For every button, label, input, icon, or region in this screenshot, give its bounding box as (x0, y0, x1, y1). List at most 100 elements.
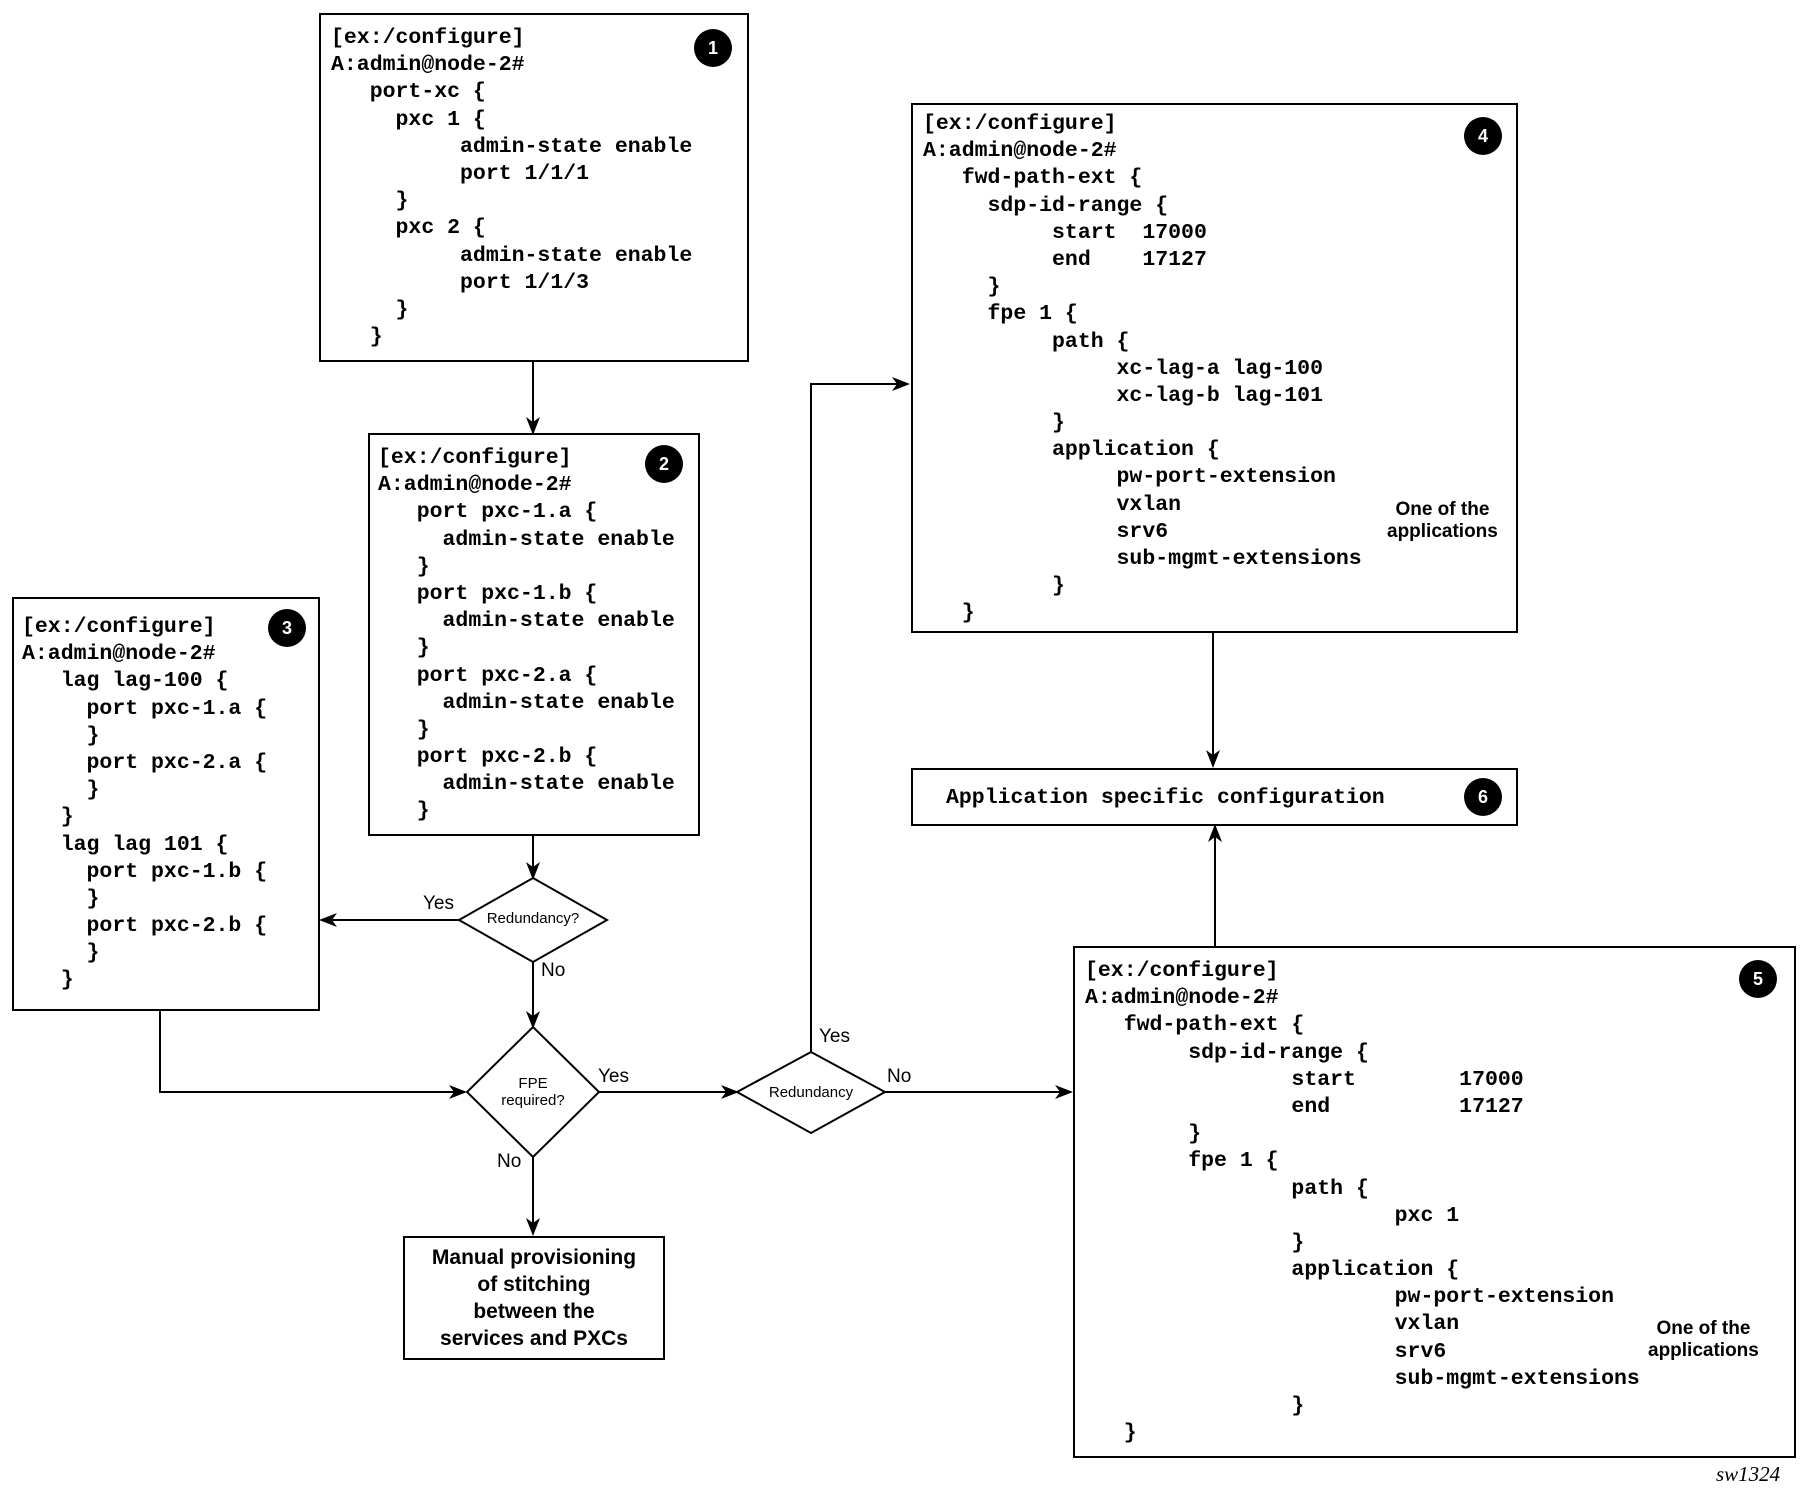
code-line: path { (1085, 1176, 1369, 1201)
code-line: port pxc-2.b { (378, 745, 598, 770)
code-line: port pxc-1.b { (22, 859, 268, 884)
edge-label-yes-redundancy-top: Yes (423, 893, 454, 914)
config-box-6-application: Application specific configuration 6 (911, 768, 1518, 826)
config-box-5-fpe-single: [ex:/configure]A:admin@node-2# fwd-path-… (1073, 946, 1796, 1458)
code-line: end 17127 (1085, 1094, 1524, 1119)
config-box-5-code: [ex:/configure]A:admin@node-2# fwd-path-… (1085, 958, 1640, 1447)
code-line: start 17000 (1085, 1067, 1524, 1092)
code-line: lag lag-100 { (22, 669, 229, 694)
code-line: pw-port-extension (1085, 1285, 1614, 1310)
code-line: xc-lag-b lag-101 (923, 383, 1323, 408)
code-line: port pxc-1.a { (378, 500, 598, 525)
edge-label-no-redundancy-mid: No (887, 1066, 912, 1087)
config-box-1-port-xc: [ex:/configure] A:admin@node-2# port-xc {… (319, 13, 749, 362)
code-line: xc-lag-a lag-100 (923, 356, 1323, 381)
code-line: admin-state enable (331, 243, 693, 268)
code-line: lag lag 101 { (22, 832, 229, 857)
code-line: fpe 1 { (1085, 1149, 1279, 1174)
code-line: A:admin@node-2# (331, 53, 525, 78)
code-line: A:admin@node-2# (1085, 986, 1279, 1011)
code-line: } (1085, 1421, 1137, 1446)
code-line: port 1/1/3 (331, 270, 590, 295)
code-line: } (378, 554, 430, 579)
edge-label-no-fpe: No (497, 1151, 522, 1172)
code-line: } (331, 189, 409, 214)
redundancy-mid-text: Redundancy (768, 1084, 854, 1101)
code-line: sub-mgmt-extensions (923, 547, 1362, 571)
code-line: vxlan (923, 492, 1182, 517)
code-line: } (22, 968, 74, 993)
code-line: } (22, 723, 100, 748)
figure-id: sw1324 (1716, 1462, 1781, 1486)
code-line: [ex:/configure] (331, 26, 525, 50)
code-line: } (22, 941, 100, 966)
code-line: port pxc-2.b { (22, 914, 268, 939)
manual-provisioning-box: Manual provisioning of stitching between… (403, 1236, 665, 1360)
code-line: admin-state enable (378, 609, 675, 634)
step-badge-4: 4 (1464, 117, 1502, 155)
code-line: vxlan (1085, 1312, 1460, 1337)
code-line: fpe 1 { (923, 302, 1078, 327)
code-line: admin-state enable (331, 134, 693, 159)
redundancy-top-text: Redundancy? (486, 910, 580, 927)
code-line: } (378, 717, 430, 742)
config-box-2-code: [ex:/configure] A:admin@node-2# port pxc-… (378, 445, 675, 826)
redundancy-mid-diamond (734, 1050, 888, 1135)
code-line: A:admin@node-2# (378, 473, 572, 498)
code-line: } (331, 325, 383, 350)
code-line: [ex:/configure] (923, 112, 1117, 136)
code-line: sdp-id-range { (923, 193, 1169, 218)
code-line: [ex:/configure] (378, 446, 572, 470)
code-line: application { (923, 438, 1220, 463)
code-line: end 17127 (923, 247, 1207, 272)
code-line: port-xc { (331, 80, 486, 105)
code-line: sdp-id-range { (1085, 1040, 1369, 1065)
step-badge-3: 3 (268, 609, 306, 647)
code-line: } (923, 275, 1001, 300)
config-box-1-code: [ex:/configure] A:admin@node-2# port-xc {… (331, 25, 692, 351)
config-box-3-lags: [ex:/configure]A:admin@node-2# lag lag-1… (12, 597, 320, 1011)
arrow-box3-to-fpe (159, 1011, 467, 1099)
code-line: admin-state enable (378, 690, 675, 715)
code-line: start 17000 (923, 220, 1207, 245)
code-line: port 1/1/1 (331, 161, 590, 186)
code-line: [ex:/configure] (22, 615, 216, 639)
config-box-3-code: [ex:/configure]A:admin@node-2# lag lag-1… (22, 614, 267, 995)
step-badge-1: 1 (694, 29, 732, 67)
manual-provisioning-text: Manual provisioning of stitching between… (431, 1246, 637, 1350)
edge-label-yes-fpe: Yes (598, 1066, 629, 1087)
code-line: } (923, 574, 1065, 599)
code-line: pxc 1 (1085, 1203, 1460, 1228)
arrow-redundancy-yes-to-box4 (810, 377, 910, 1052)
code-line: application { (1085, 1258, 1460, 1283)
step-badge-2: 2 (645, 445, 683, 483)
application-config-text: Application specific configuration (946, 786, 1385, 810)
code-line: } (22, 805, 74, 830)
code-line: } (22, 886, 100, 911)
code-line: } (1085, 1230, 1305, 1255)
code-line: A:admin@node-2# (923, 139, 1117, 164)
step-badge-6: 6 (1464, 778, 1502, 816)
edge-label-no-redundancy-top: No (541, 960, 566, 981)
bracket-label-box5: One of the applications (1648, 1318, 1759, 1361)
code-line: } (378, 636, 430, 661)
code-line: } (923, 601, 975, 626)
config-box-4-code: [ex:/configure] A:admin@node-2# fwd-path-… (923, 111, 1362, 628)
edge-label-yes-redundancy-mid: Yes (819, 1026, 850, 1047)
code-line: } (378, 799, 430, 824)
code-line: port pxc-1.b { (378, 581, 598, 606)
code-line: pw-port-extension (923, 465, 1336, 490)
code-line: path { (923, 329, 1130, 354)
code-line: admin-state enable (378, 527, 675, 552)
fpe-required-text: FPE required? (501, 1075, 565, 1109)
code-line: } (1085, 1122, 1202, 1147)
code-line: srv6 (1085, 1339, 1447, 1364)
code-line: } (331, 297, 409, 322)
code-line: [ex:/configure] (1085, 959, 1279, 983)
code-line: pxc 2 { (331, 216, 486, 241)
bracket-label-box4: One of the applications (1387, 499, 1498, 542)
code-line: fwd-path-ext { (923, 166, 1143, 191)
code-line: sub-mgmt-extensions (1085, 1366, 1640, 1391)
step-badge-5: 5 (1739, 960, 1777, 998)
